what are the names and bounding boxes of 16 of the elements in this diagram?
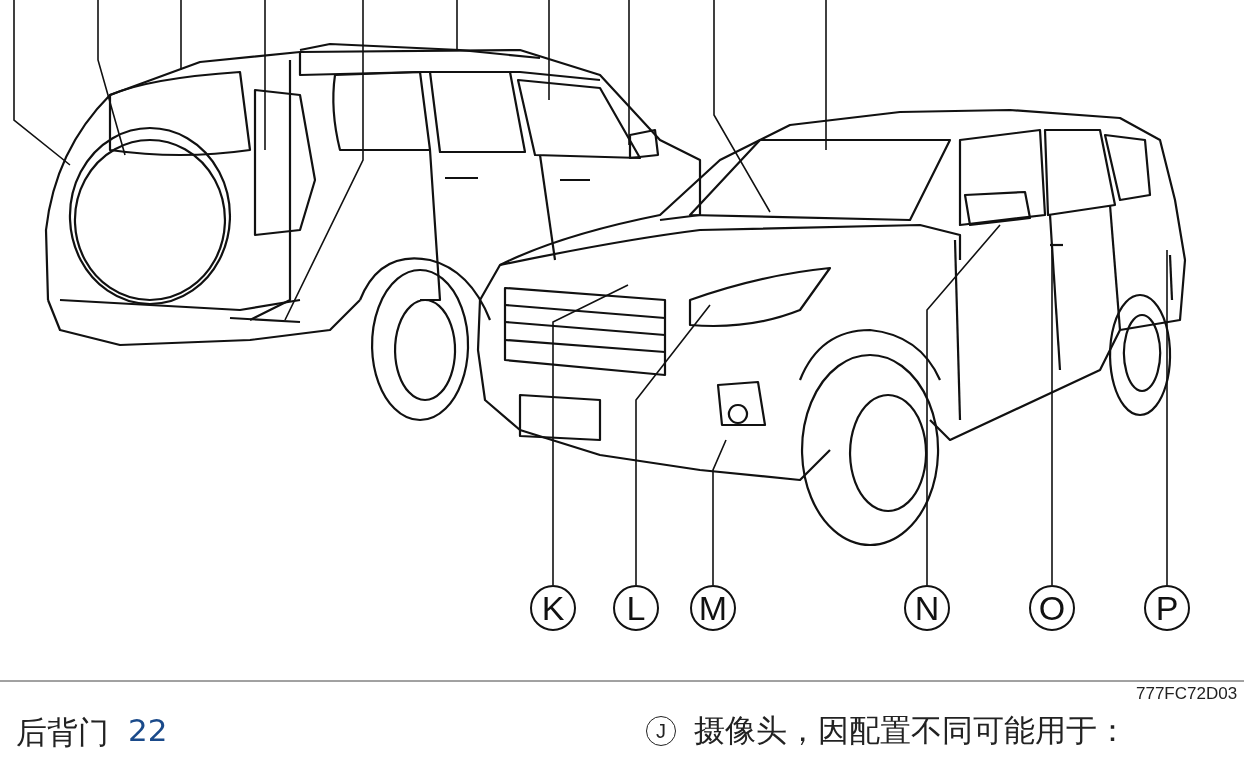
section-heading: 后背门: [16, 713, 109, 752]
callout-letter: L: [613, 585, 659, 631]
leader-line: [635, 304, 711, 586]
page-number: 22: [128, 712, 168, 748]
callout-letter: K: [530, 585, 576, 631]
leader-line: [1051, 249, 1053, 586]
leader-line: [926, 224, 1001, 586]
callout-letter: M: [690, 585, 736, 631]
leader-line: [1166, 249, 1168, 586]
item-description: 摄像头，因配置不同可能用于：: [694, 711, 1128, 750]
leader-line: [712, 439, 727, 586]
figure-code: 777FC72D03: [1136, 684, 1238, 704]
leader-line: [552, 284, 629, 586]
callout-letter: N: [904, 585, 950, 631]
callout-letter: O: [1029, 585, 1075, 631]
callout-letter: P: [1144, 585, 1190, 631]
